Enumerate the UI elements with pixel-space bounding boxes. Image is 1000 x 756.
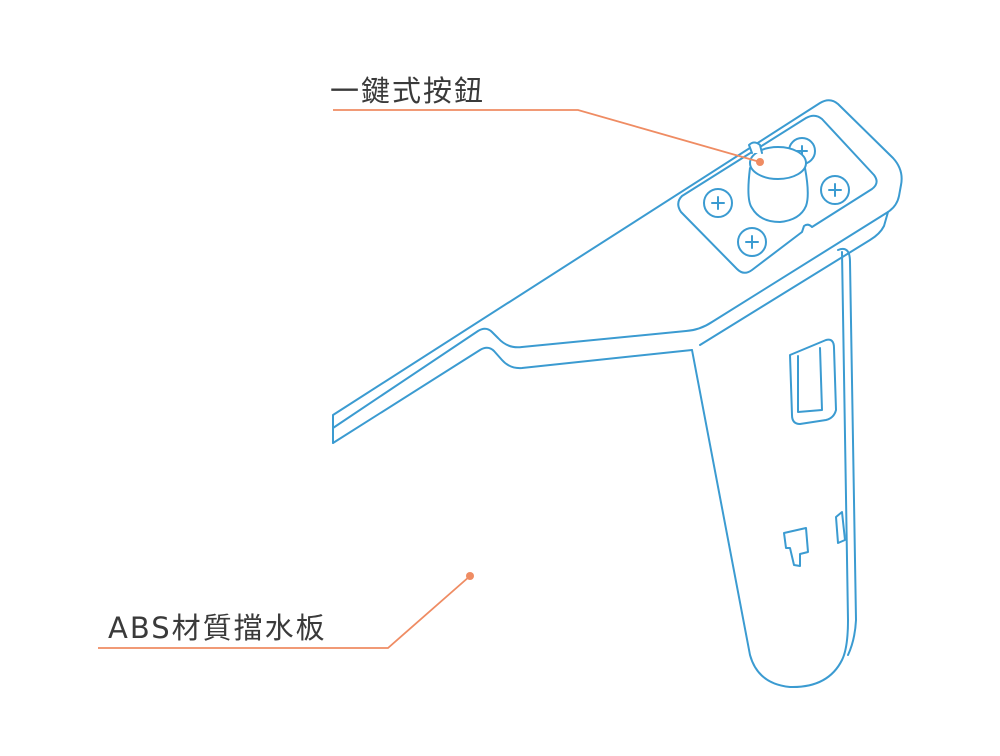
board-callout-dot (466, 572, 474, 580)
callout-lines (98, 109, 761, 649)
leg-slot (789, 338, 837, 425)
one-touch-button (747, 141, 809, 223)
board-label: ABS材質擋水板 (108, 611, 327, 645)
button-callout-dot (756, 158, 764, 166)
leg-outline (691, 251, 849, 689)
button-label: 一鍵式按鈕 (330, 74, 486, 108)
board-lower-edge (332, 346, 693, 444)
board-top-outline (332, 99, 903, 429)
leg-clip (783, 527, 809, 567)
button-plate (677, 114, 878, 274)
